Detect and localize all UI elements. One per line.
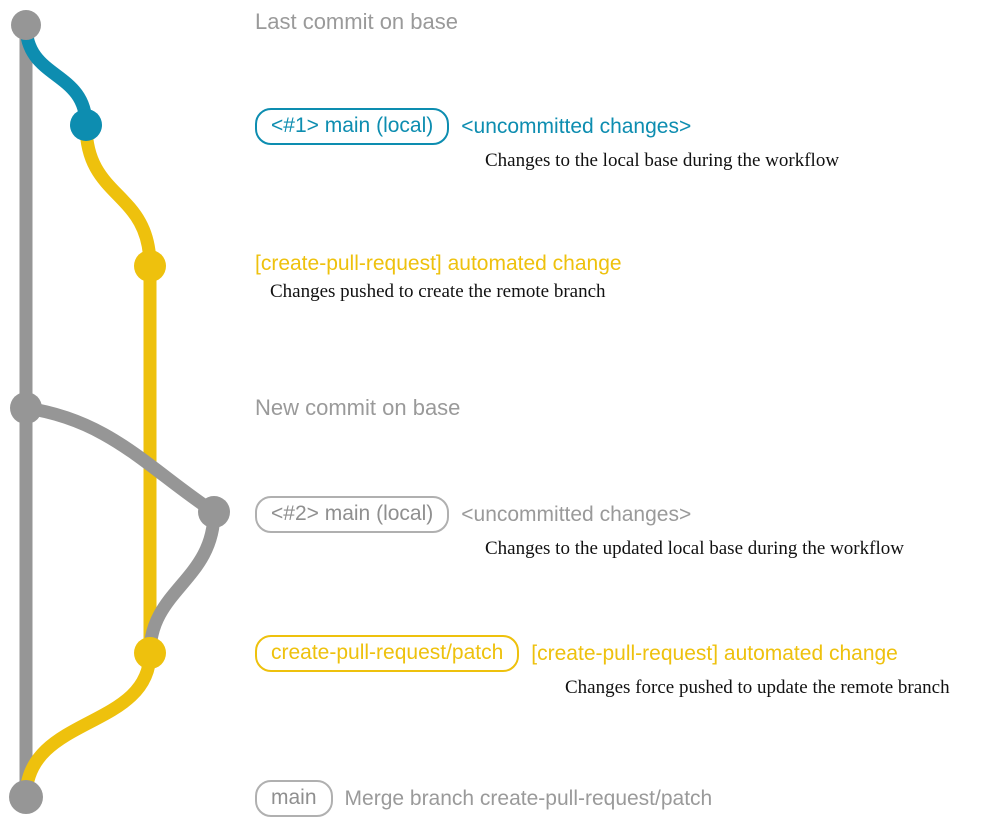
commit-node-base-merge[interactable] [9, 780, 43, 814]
commit-message-merge: Merge branch create-pull-request/patch [344, 786, 713, 810]
commit-message-patch-2: [create-pull-request] automated change [531, 641, 898, 665]
commit-caption-local-1: Changes to the local base during the wor… [485, 150, 840, 171]
commit-message-base-last: Last commit on base [255, 9, 458, 34]
row-line: main Merge branch create-pull-request/pa… [255, 780, 712, 817]
commit-node-local-1[interactable] [70, 109, 102, 141]
row-line: <#2> main (local) <uncommitted changes> [255, 496, 691, 533]
edge-patch-2-to-merge [19, 646, 157, 804]
edge-local-2-to-patch-2 [143, 505, 221, 660]
commit-node-local-2[interactable] [198, 496, 230, 528]
commit-message-local-2: <uncommitted changes> [461, 502, 692, 526]
row-line: New commit on base [255, 396, 460, 420]
edge-local-1-to-patch-1 [79, 118, 157, 273]
graph-row-patch-1: [create-pull-request] automated change C… [255, 252, 622, 303]
graph-row-last-commit-on-base: Last commit on base [255, 10, 458, 34]
row-line: Last commit on base [255, 10, 458, 34]
commit-caption-patch-1: Changes pushed to create the remote bran… [270, 281, 606, 302]
commit-node-base-last[interactable] [11, 10, 41, 40]
commit-caption-patch-2: Changes force pushed to update the remot… [565, 677, 950, 698]
row-line: <#1> main (local) <uncommitted changes> [255, 108, 691, 145]
branch-pill-main-local-2[interactable]: <#2> main (local) [255, 496, 450, 533]
graph-edges [19, 18, 221, 804]
commit-message-base-new: New commit on base [255, 395, 461, 420]
row-line: [create-pull-request] automated change [255, 252, 622, 276]
graph-row-new-commit-on-base: New commit on base [255, 396, 460, 420]
commit-message-local-1: <uncommitted changes> [461, 114, 692, 138]
graph-row-merge: main Merge branch create-pull-request/pa… [255, 780, 712, 817]
commit-node-patch-1[interactable] [134, 250, 166, 282]
edge-base-new-to-local-2 [19, 401, 221, 519]
commit-node-patch-2[interactable] [134, 637, 166, 669]
commit-message-patch-1: [create-pull-request] automated change [255, 252, 622, 275]
commit-caption-local-2: Changes to the updated local base during… [485, 538, 904, 559]
branch-pill-main[interactable]: main [255, 780, 333, 817]
graph-nodes [9, 10, 230, 814]
row-line: create-pull-request/patch [create-pull-r… [255, 635, 898, 672]
branch-pill-main-local-1[interactable]: <#1> main (local) [255, 108, 450, 145]
graph-row-local-2: <#2> main (local) <uncommitted changes> … [255, 496, 904, 560]
graph-row-local-1: <#1> main (local) <uncommitted changes> … [255, 108, 839, 172]
edge-base-to-local-1 [19, 18, 93, 132]
branch-pill-create-pull-request-patch[interactable]: create-pull-request/patch [255, 635, 520, 672]
commit-node-base-new[interactable] [10, 392, 42, 424]
graph-row-patch-2: create-pull-request/patch [create-pull-r… [255, 635, 950, 699]
